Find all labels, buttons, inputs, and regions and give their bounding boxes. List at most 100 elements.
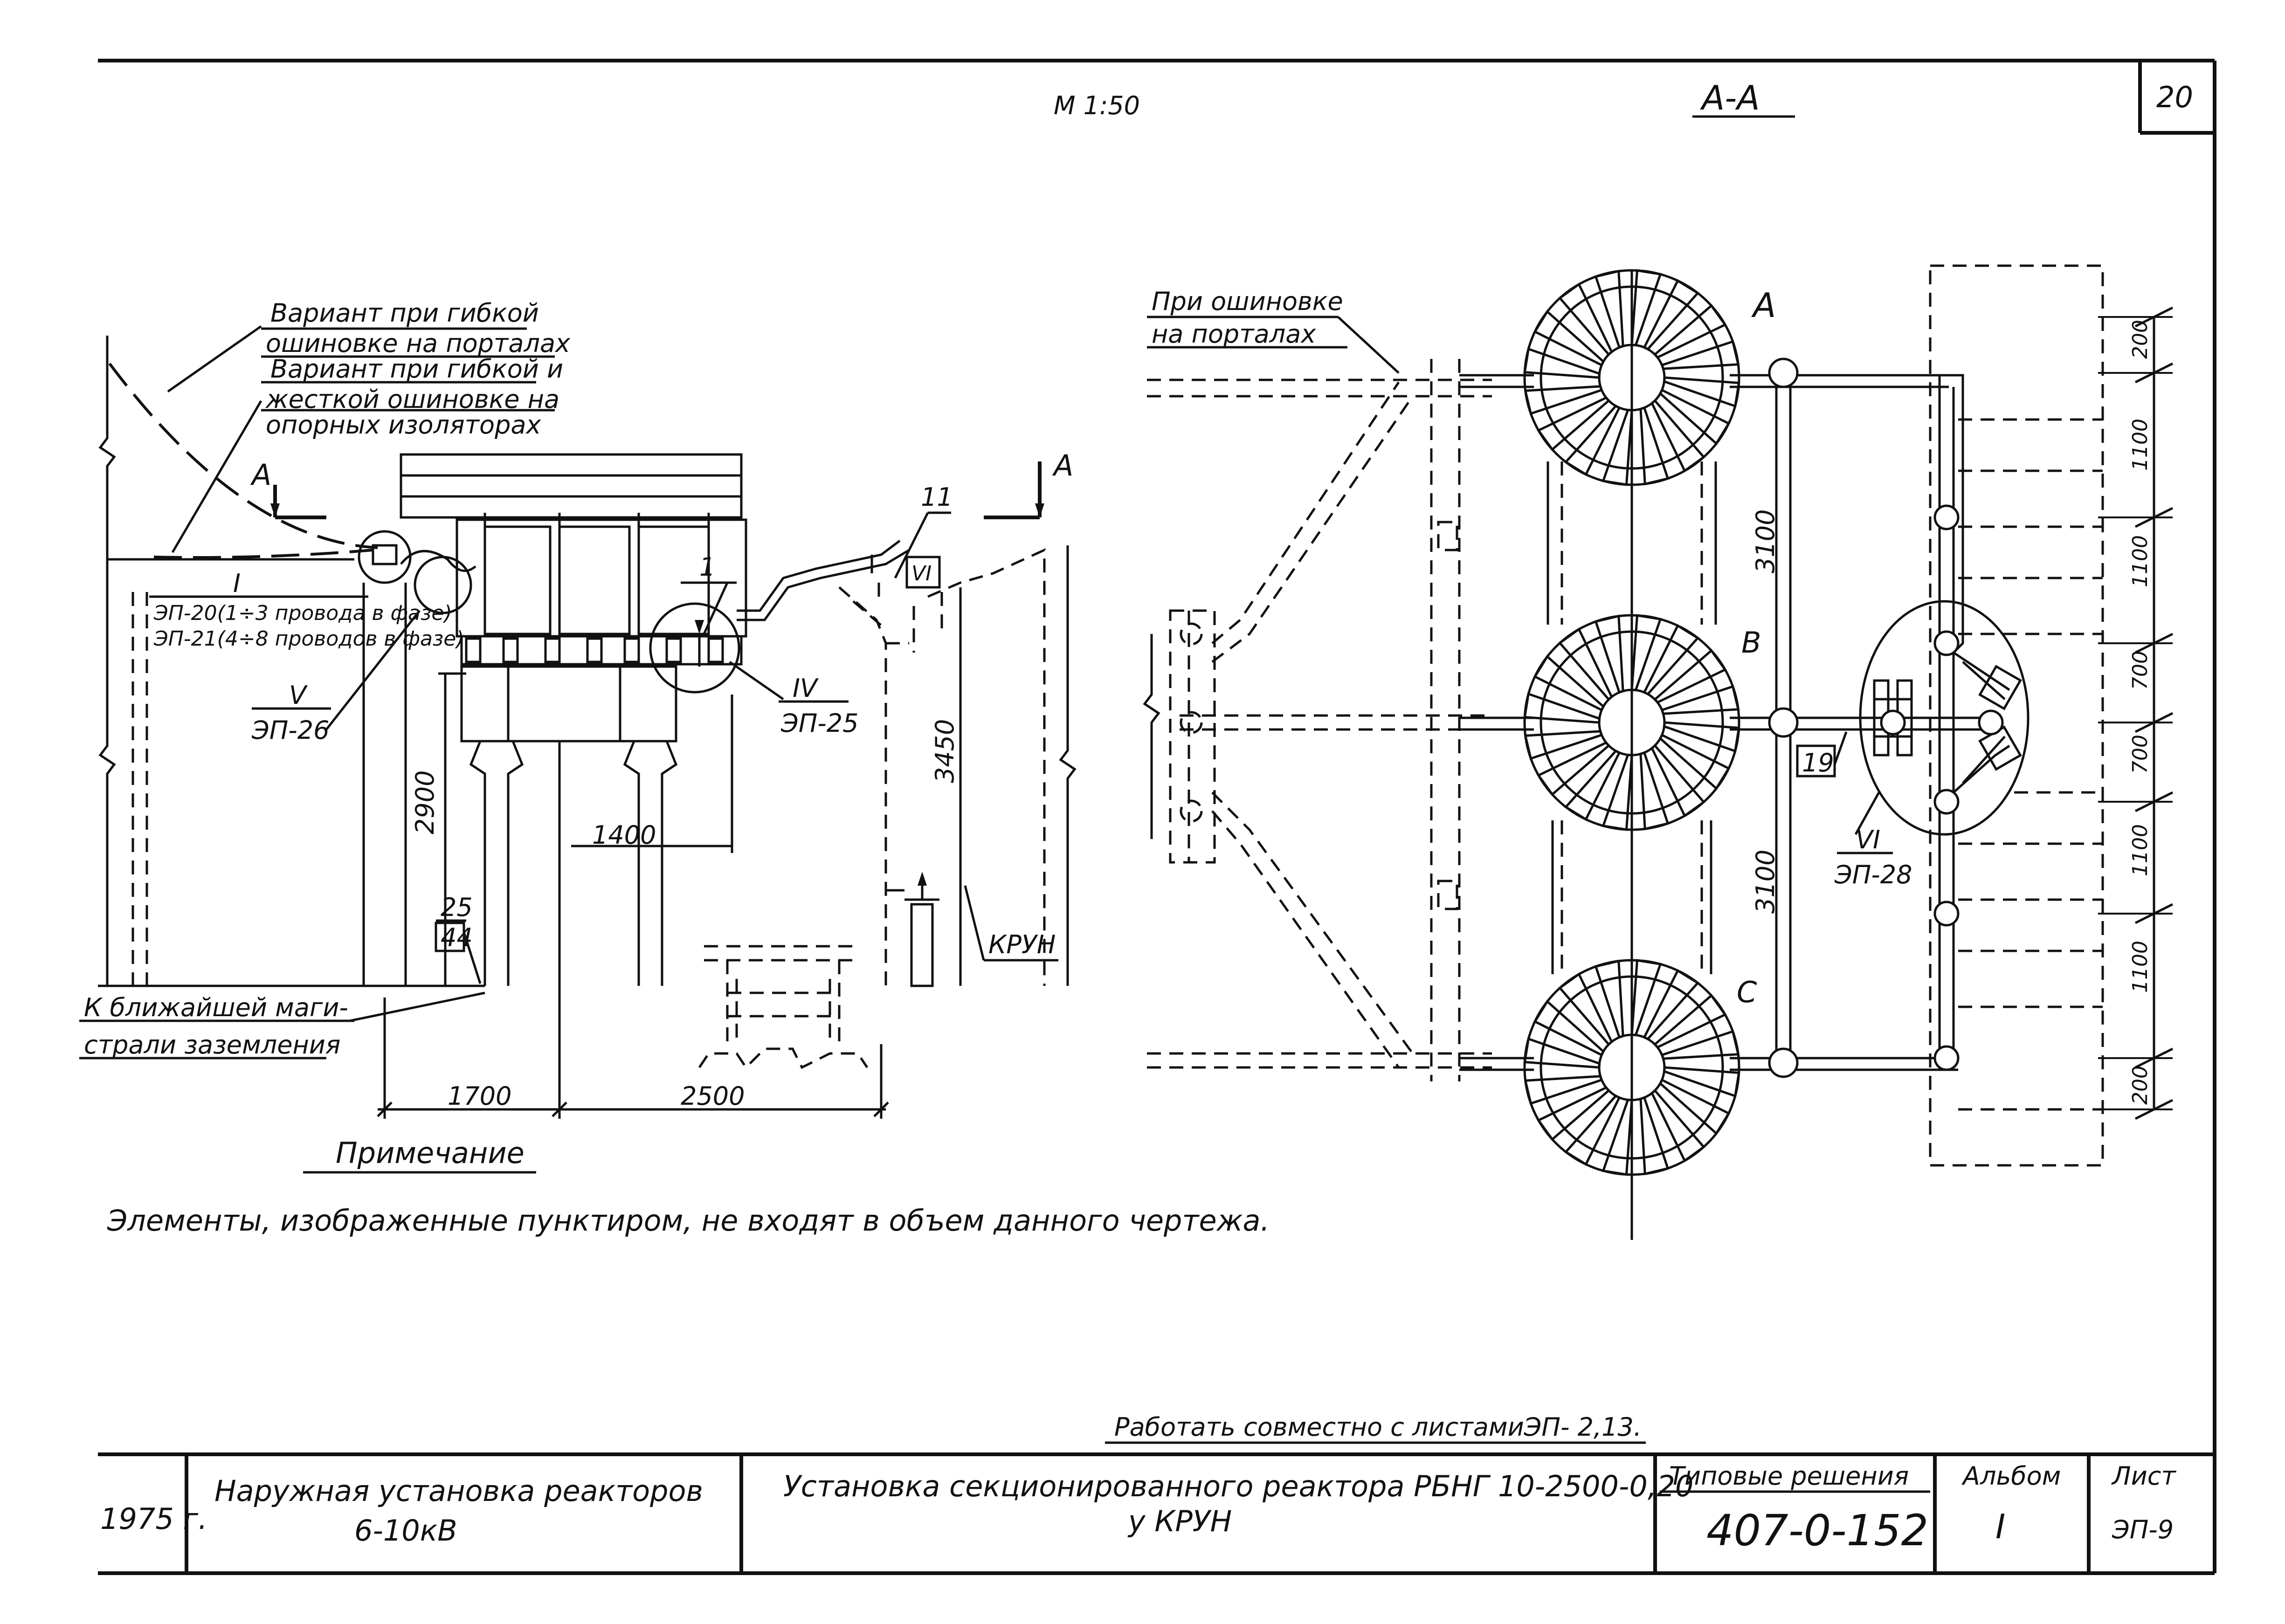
coil-segment — [1643, 279, 1700, 351]
sheet-value: ЭП-9 — [2112, 1515, 2174, 1544]
side-dim-2: 1100 — [2128, 535, 2152, 587]
dim-2500: 2500 — [681, 1081, 745, 1111]
coil-segment — [1658, 733, 1731, 791]
variant-flexible-rigid-line1: Вариант при гибкой и — [270, 354, 563, 384]
variant-flexible-portals-line1: Вариант при гибкой — [270, 298, 539, 328]
sheet-number: 20 — [2156, 80, 2193, 114]
coil-segment — [1533, 310, 1605, 367]
note-text: Элементы, изображенные пунктиром, не вхо… — [107, 1204, 1270, 1238]
coil-segment — [1564, 749, 1621, 821]
scale-label: М 1:50 — [1054, 91, 1140, 120]
coil-segment — [1650, 1088, 1705, 1163]
section-mark-right: А — [1052, 448, 1073, 482]
pos-25-label: 25 — [441, 893, 473, 922]
coil-segment — [1630, 614, 1662, 692]
side-dim-5: 1100 — [2128, 824, 2152, 876]
coil-segment — [1594, 269, 1624, 349]
ground-note-line1: К ближайшей маги- — [84, 993, 348, 1022]
side-dim-6: 1100 — [2128, 941, 2152, 993]
coil-segment — [1524, 385, 1603, 415]
coil-segment — [1660, 685, 1740, 715]
coil-segment — [1650, 743, 1705, 818]
side-dim-0: 200 — [2128, 320, 2152, 359]
pos-19-label: 19 — [1802, 748, 1834, 778]
coil-segment — [1643, 624, 1700, 696]
node-vi-circle — [1859, 600, 2030, 836]
dim-1400: 1400 — [592, 820, 656, 850]
portal-note-line2: на порталах — [1152, 319, 1316, 349]
section-label: А-А — [1700, 78, 1760, 117]
ground-note-line2: страли заземления — [84, 1030, 340, 1060]
coil-segment — [1537, 396, 1611, 451]
work-with-note: Работать совместно с листамиЭП- 2,13. — [1114, 1412, 1642, 1442]
dim-3450: 3450 — [930, 719, 960, 783]
variant-flexible-portals-line2: ошиновке на порталах — [266, 329, 571, 358]
side-dim-7: 200 — [2128, 1066, 2152, 1105]
coil-segment — [1653, 994, 1727, 1049]
coil-segment — [1660, 340, 1740, 370]
dim-2900: 2900 — [410, 771, 440, 834]
album-value: I — [1995, 1507, 2005, 1546]
coil-segment — [1523, 1037, 1601, 1069]
coil-segment — [1523, 692, 1601, 724]
sheet-label: Лист — [2111, 1461, 2176, 1491]
dim-1700: 1700 — [448, 1081, 511, 1111]
coil-segment — [1558, 627, 1613, 702]
portal-note-line1: При ошиновке — [1152, 287, 1343, 316]
coil-segment — [1653, 649, 1727, 704]
section-mark-left: А — [250, 458, 271, 492]
side-dim-4: 700 — [2128, 735, 2152, 774]
node-iv-circle — [649, 602, 740, 694]
node-v-label: V — [289, 681, 308, 710]
coil-segment — [1564, 1094, 1621, 1166]
node-i-circle — [358, 530, 412, 584]
pos-11-label: 11 — [921, 482, 953, 512]
node-v-ref: ЭП-26 — [251, 716, 330, 745]
coil-segment — [1643, 969, 1700, 1041]
coil-segment — [1524, 730, 1603, 760]
coil-segment — [1594, 959, 1624, 1039]
node-i-ref2: ЭП-21(4÷8 проводов в фазе) — [153, 627, 464, 651]
coil-segment — [1639, 751, 1670, 831]
coil-segment — [1630, 269, 1662, 347]
coil-segment — [1558, 972, 1613, 1046]
coil-segment — [1537, 741, 1611, 796]
coil-segment — [1658, 1078, 1731, 1135]
pos-44-label: 44 — [441, 923, 473, 952]
coil-segment — [1537, 1086, 1611, 1141]
typical-number: 407-0-152 — [1706, 1506, 1928, 1555]
typical-label: Типовые решения — [1669, 1461, 1909, 1491]
side-dim-1: 1100 — [2128, 419, 2152, 471]
coil-segment — [1663, 1066, 1740, 1098]
coil-segment — [1630, 959, 1662, 1037]
note-heading: Примечание — [336, 1136, 525, 1170]
coil-segment — [1602, 753, 1633, 831]
coil-segment — [1602, 1098, 1633, 1176]
coil-segment — [1533, 999, 1605, 1057]
coil-segment — [1602, 408, 1633, 486]
variant-flexible-rigid-line3: опорных изоляторах — [266, 410, 541, 440]
sheet-frame: 20 М 1:50 А-А — [98, 59, 2216, 1573]
coil-segment — [1653, 304, 1727, 359]
phase-a-label: А — [1751, 286, 1776, 325]
coil-segment — [1524, 1075, 1603, 1105]
coil-segment — [1663, 721, 1740, 753]
phase-c-label: С — [1737, 975, 1757, 1009]
subject-line2: 6-10кВ — [354, 1514, 457, 1548]
node-vi-label: VI — [1856, 825, 1880, 854]
coil-segment — [1523, 347, 1601, 379]
coil-segment — [1533, 654, 1605, 712]
phase-b-label: В — [1741, 626, 1761, 660]
subject-line1: Наружная установка реакторов — [214, 1474, 703, 1508]
album-label: Альбом — [1961, 1461, 2061, 1491]
coil-segment — [1639, 406, 1670, 486]
coil-segment — [1558, 282, 1613, 357]
coil-segment — [1663, 376, 1740, 408]
title-line2: у КРУН — [1127, 1504, 1232, 1538]
node-i-ref1: ЭП-20(1÷3 провода в фазе) — [153, 601, 452, 625]
node-iv-label: IV — [793, 674, 819, 703]
year-label: 1975 г. — [100, 1502, 207, 1536]
node-i-label: I — [233, 569, 241, 598]
coil-segment — [1660, 1030, 1740, 1060]
coil-segment — [1658, 388, 1731, 446]
